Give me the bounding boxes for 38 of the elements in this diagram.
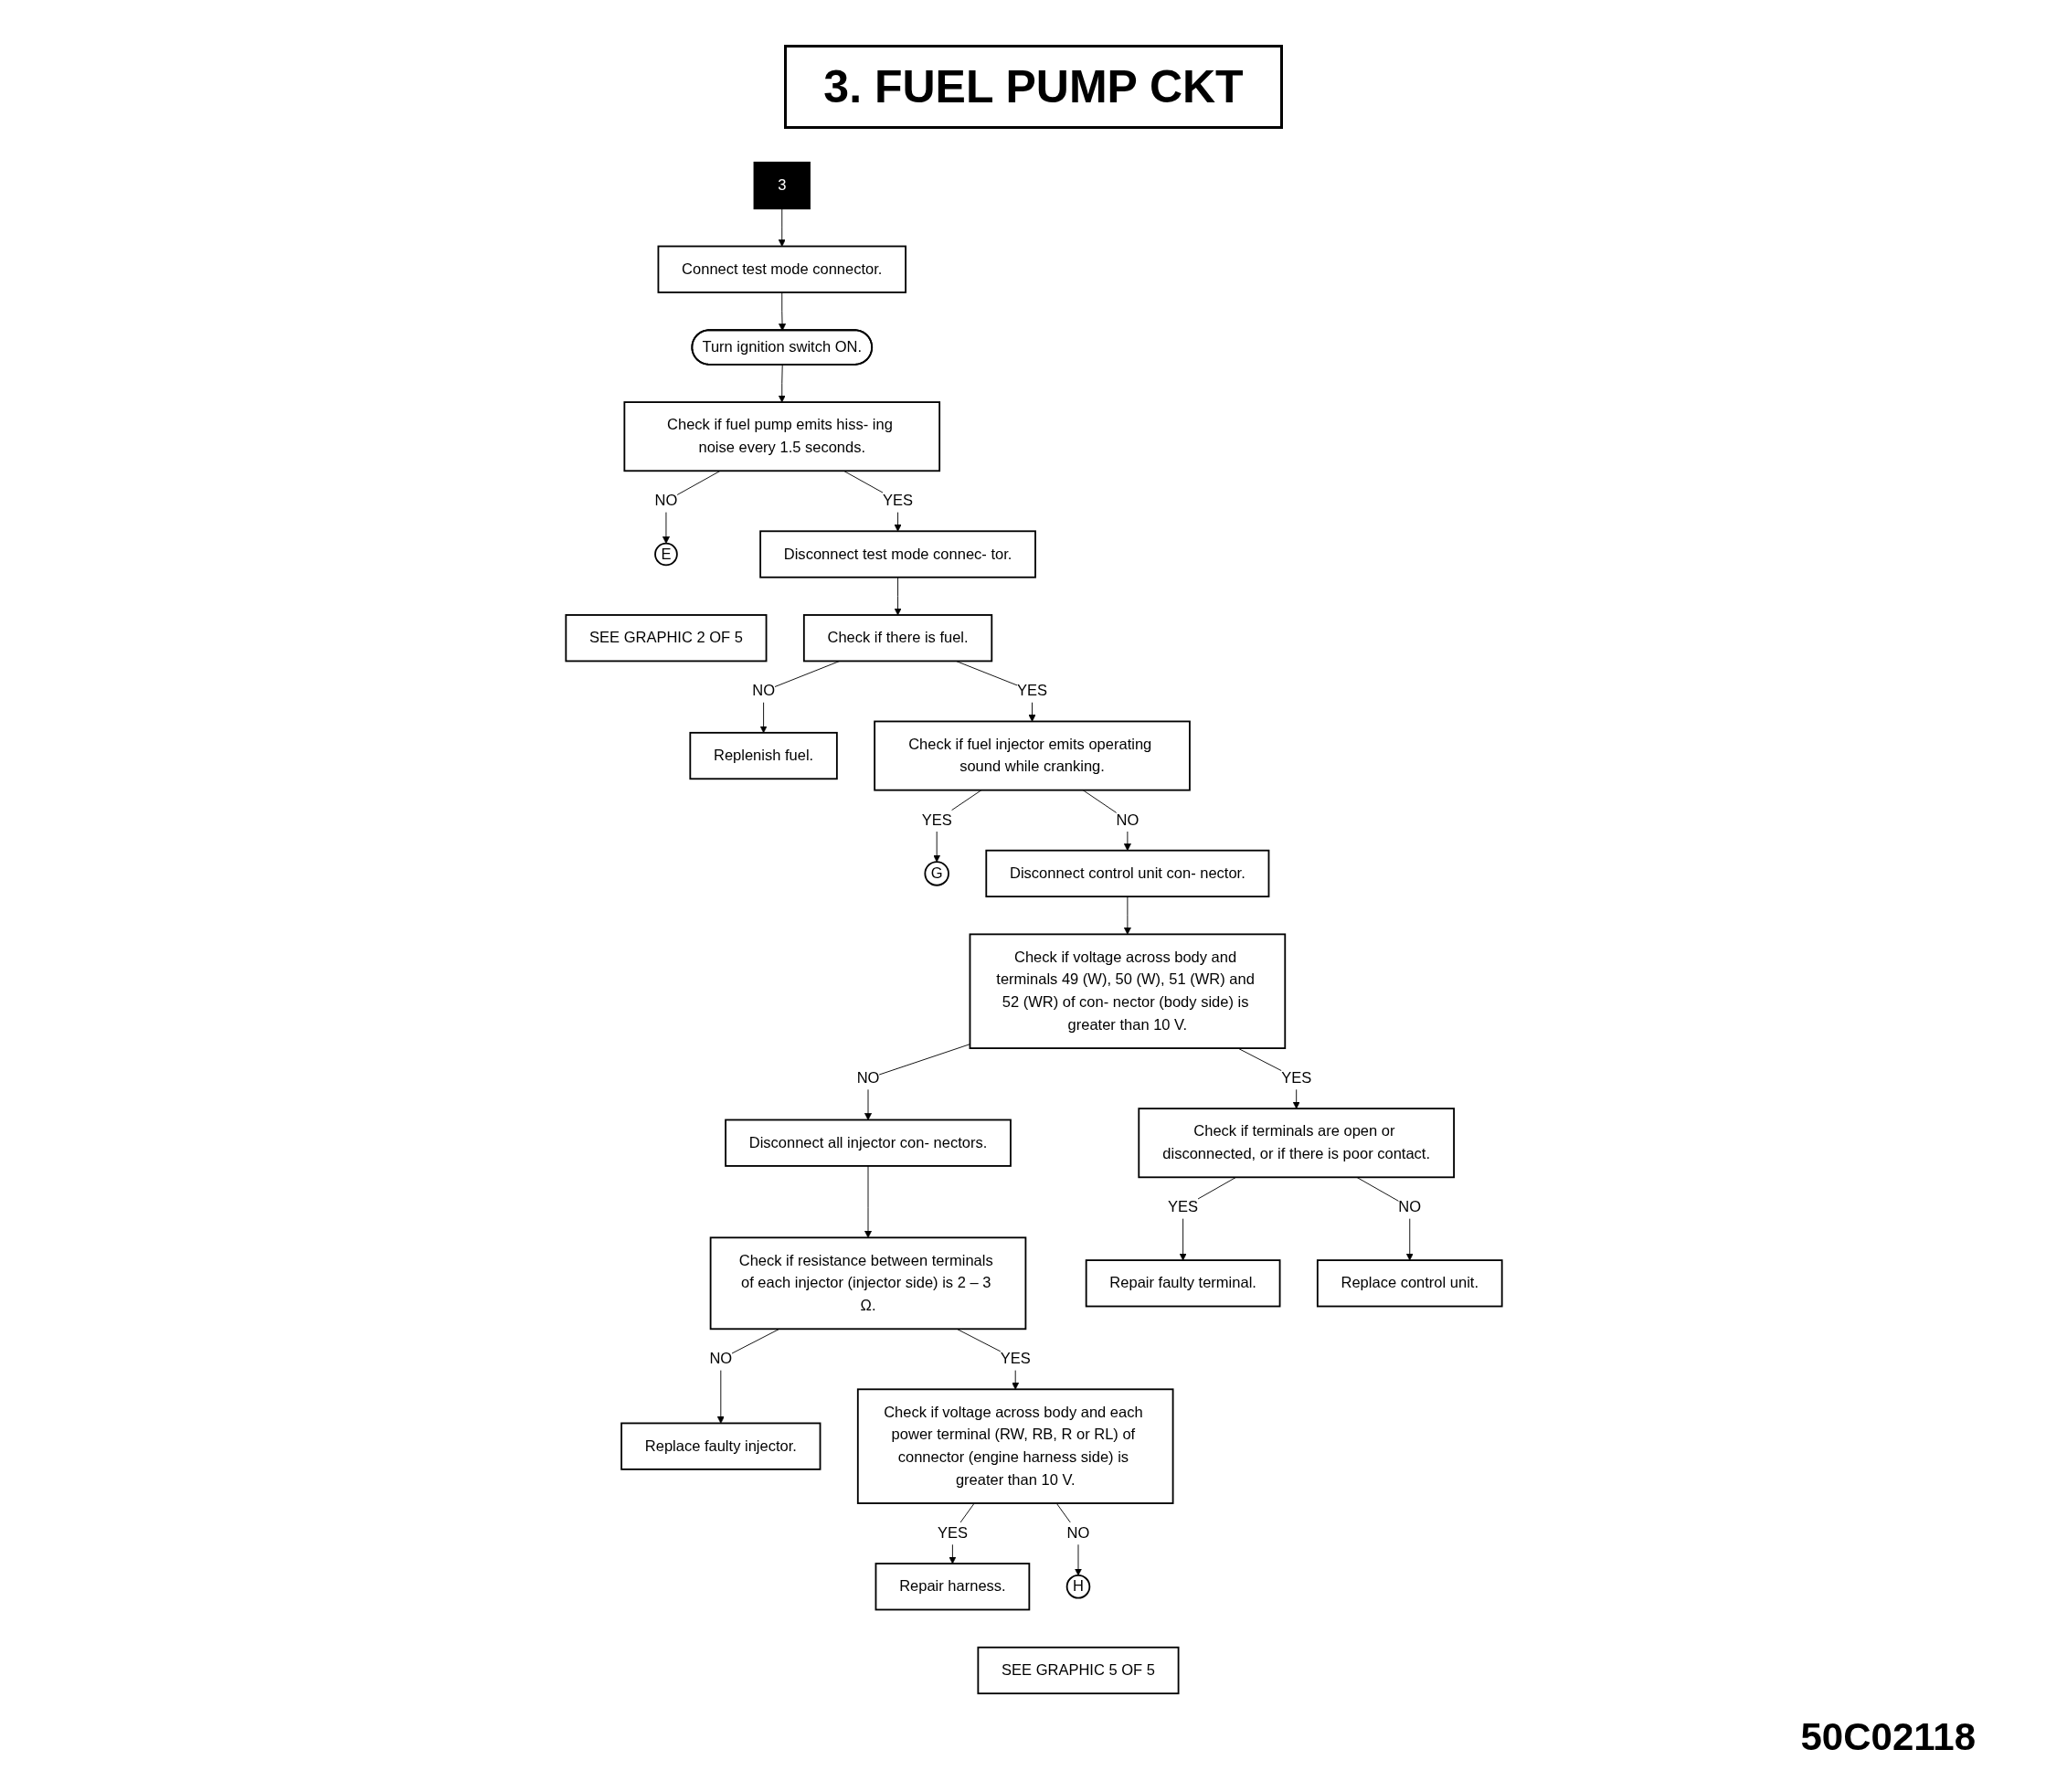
title: 3. FUEL PUMP CKT <box>784 45 1283 129</box>
edge-label: NO <box>1116 811 1139 829</box>
node-box: Check if resistance between terminals of each injector (injector side) is 2 – 3 Ω. <box>709 1236 1026 1331</box>
node-box: Check if there is fuel. <box>802 614 992 663</box>
node-box: Repair faulty terminal. <box>1085 1259 1280 1308</box>
edge-label: YES <box>921 811 952 829</box>
node-box: Replace faulty injector. <box>620 1422 821 1470</box>
node-circle: G <box>923 861 949 886</box>
node-box: Repair harness. <box>874 1563 1030 1611</box>
node-box: Disconnect all injector con- nectors. <box>724 1119 1012 1167</box>
edge-label: NO <box>856 1069 879 1087</box>
node-box: Check if terminals are open or disconnected, or if there is poor contact. <box>1137 1108 1455 1179</box>
edge-label: YES <box>1016 682 1047 700</box>
edge-label: NO <box>1066 1524 1089 1542</box>
edge-label: YES <box>882 492 913 509</box>
node-circle: H <box>1065 1574 1090 1599</box>
node-box: Replace control unit. <box>1316 1259 1503 1308</box>
edge-label: YES <box>1000 1350 1031 1368</box>
node-box: Check if fuel pump emits hiss- ing noise every 1.5 seconds. <box>622 401 940 472</box>
node-box: Disconnect test mode connec- tor. <box>758 530 1036 578</box>
edge-label: NO <box>654 492 677 509</box>
node-box: 3 <box>753 161 811 210</box>
node-box: Disconnect control unit con- nector. <box>984 849 1269 898</box>
node-circle: E <box>653 542 678 567</box>
figure-number: 50C02118 <box>1800 1715 1976 1759</box>
node-box: Check if fuel injector emits operating sound while cranking. <box>873 720 1191 791</box>
edge-label: YES <box>937 1524 968 1542</box>
edge-label: NO <box>1397 1198 1421 1216</box>
edge-label: YES <box>1167 1198 1198 1216</box>
node-box: Replenish fuel. <box>688 731 838 780</box>
node-box: SEE GRAPHIC 5 OF 5 <box>976 1646 1179 1695</box>
node-box: Check if voltage across body and each power terminal (RW, RB, R or RL) of connector (engine harness side) is greater than 10 V. <box>856 1388 1173 1504</box>
node-box: Connect test mode connector. <box>657 245 906 293</box>
node-box: SEE GRAPHIC 2 OF 5 <box>564 614 767 663</box>
node-box: Check if voltage across body and terminals 49 (W), 50 (W), 51 (WR) and 52 (WR) of con- nector (body side) is greater than 10 V. <box>969 933 1286 1049</box>
edge-label: NO <box>708 1350 732 1368</box>
edge-label: NO <box>751 682 775 700</box>
edge-label: YES <box>1280 1069 1311 1087</box>
